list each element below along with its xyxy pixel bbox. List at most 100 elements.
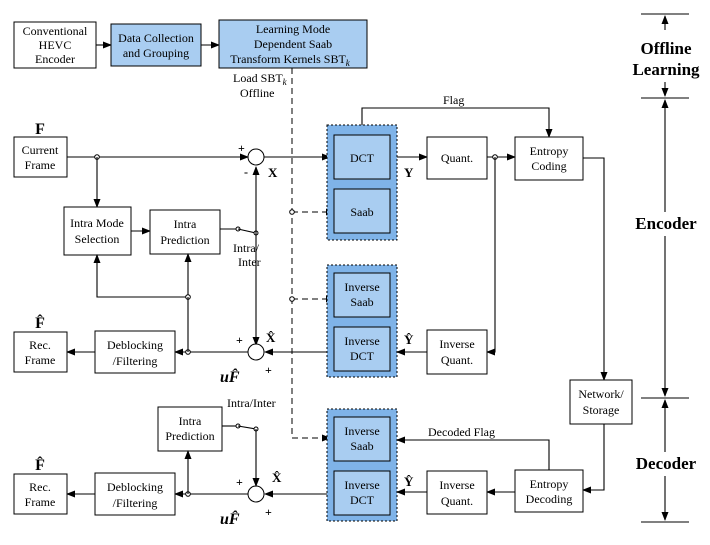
entropy-coding-block: Entropy Coding (514, 136, 584, 181)
offline-learning-label-1: Offline (641, 39, 692, 58)
conventional-hevc-encoder-block: Conventional HEVC Encoder (13, 21, 97, 69)
svg-text:Current: Current (22, 143, 59, 157)
decoder-Y-hat-symbol: Ŷ (404, 474, 414, 489)
decoder-entropy-block: Entropy Decoding (514, 469, 584, 513)
encoder-subtractor (247, 148, 265, 166)
svg-text:Storage: Storage (583, 403, 620, 417)
svg-text:/Filtering: /Filtering (113, 354, 158, 368)
svg-text:/Filtering: /Filtering (113, 496, 158, 510)
data-collection-label-1: Data Collection (118, 31, 194, 45)
deblocking-block: Deblocking /Filtering (94, 330, 176, 374)
decoder-intra-inter-label: Intra/Inter (227, 396, 276, 410)
flag-line (361, 107, 553, 138)
svg-text:Quant.: Quant. (441, 494, 473, 508)
decoder-inverse-dct-block: Inverse DCT (333, 470, 391, 516)
svg-text:Intra: Intra (174, 217, 197, 231)
svg-text:Entropy: Entropy (530, 144, 569, 158)
learning-label-2: Dependent Saab (254, 37, 332, 51)
kernel-load-dashed-line (291, 68, 331, 442)
inverse-saab-block: Inverse Saab (333, 272, 391, 318)
svg-text:+: + (236, 333, 243, 347)
encoder-adder (247, 343, 265, 361)
svg-text:Offline: Offline (240, 86, 274, 100)
svg-text:Inverse: Inverse (439, 337, 474, 351)
side-brackets (641, 13, 689, 523)
decoded-flag-label: Decoded Flag (428, 425, 495, 439)
encoder-switch-blade (237, 228, 257, 234)
dct-block: DCT (333, 134, 391, 180)
svg-text:DCT: DCT (350, 151, 375, 165)
data-collection-label-2: and Grouping (123, 46, 189, 60)
svg-text:Frame: Frame (25, 495, 56, 509)
saab-block: Saab (333, 188, 391, 234)
X-hat-symbol: X̂ (266, 330, 276, 345)
arrow-network-to-entropy-decoding (582, 424, 605, 494)
decoder-inverse-quant-block: Inverse Quant. (426, 470, 488, 515)
svg-text:Deblocking: Deblocking (107, 480, 163, 494)
encoder-section-label: Encoder (635, 214, 697, 233)
arrow-quant-to-inverse-quant (486, 157, 496, 356)
intra-inter-label-2: Inter (238, 255, 261, 269)
uF-symbol: uF̂ (220, 367, 240, 386)
svg-text:Prediction: Prediction (165, 429, 214, 443)
svg-text:Quant.: Quant. (441, 151, 473, 165)
arrow-recon-to-mode (93, 254, 188, 298)
decoder-deblocking-block: Deblocking /Filtering (94, 472, 176, 516)
conventional-label-1: Conventional (23, 24, 88, 38)
Y-hat-symbol: Ŷ (404, 332, 414, 347)
intra-inter-label-1: Intra/ (233, 241, 260, 255)
svg-text:Inverse: Inverse (344, 478, 379, 492)
svg-text:Intra Mode: Intra Mode (70, 216, 124, 230)
arrow-entropy-to-network (583, 157, 608, 381)
svg-text:Inverse: Inverse (344, 334, 379, 348)
flag-label: Flag (443, 93, 464, 107)
svg-text:Saab: Saab (350, 439, 373, 453)
conventional-label-2: HEVC (39, 38, 72, 52)
decoder-section-label: Decoder (636, 454, 697, 473)
decoder-switch-blade (237, 425, 257, 430)
decoder-uF-symbol: uF̂ (220, 509, 240, 528)
svg-text:+: + (265, 363, 272, 377)
X-symbol: X (268, 165, 278, 180)
svg-text:Decoding: Decoding (526, 492, 573, 506)
Y-symbol: Y (404, 165, 414, 180)
learning-mode-block: Learning Mode Dependent Saab Transform K… (218, 19, 368, 69)
offline-learning-label-2: Learning (632, 60, 700, 79)
svg-text:Frame: Frame (25, 158, 56, 172)
svg-text:Rec.: Rec. (29, 338, 51, 352)
learning-label-3: Transform Kernels SBTk (230, 52, 351, 68)
svg-text:+: + (236, 475, 243, 489)
svg-text:Saab: Saab (350, 205, 373, 219)
data-collection-block: Data Collection and Grouping (110, 23, 202, 67)
svg-text:DCT: DCT (350, 493, 375, 507)
adder-plus: + (238, 141, 245, 155)
svg-text:Inverse: Inverse (344, 280, 379, 294)
svg-text:Entropy: Entropy (530, 477, 569, 491)
svg-text:Inverse: Inverse (439, 478, 474, 492)
load-sbt-label: Load SBTk Offline (233, 71, 288, 100)
svg-text:Selection: Selection (75, 232, 120, 246)
quant-block: Quant. (426, 136, 488, 180)
svg-text:Network/: Network/ (578, 387, 624, 401)
current-frame-block: Current Frame (13, 136, 68, 178)
svg-text:Quant.: Quant. (441, 353, 473, 367)
adder-minus: - (244, 165, 248, 179)
rec-frame-block: Rec. Frame (13, 331, 68, 373)
svg-text:Rec.: Rec. (29, 480, 51, 494)
inverse-quant-block: Inverse Quant. (426, 329, 488, 375)
network-storage-block: Network/ Storage (569, 379, 633, 425)
svg-text:Frame: Frame (25, 353, 56, 367)
svg-text:Deblocking: Deblocking (107, 338, 163, 352)
svg-text:Prediction: Prediction (160, 233, 209, 247)
svg-text:Coding: Coding (531, 159, 566, 173)
decoder-rec-frame-block: Rec. Frame (13, 473, 68, 515)
svg-text:Intra: Intra (179, 414, 202, 428)
F-hat-symbol: F̂ (35, 314, 45, 333)
inverse-dct-block: Inverse DCT (333, 326, 391, 372)
svg-text:Load SBTk: Load SBTk (233, 71, 288, 87)
decoder-inverse-saab-block: Inverse Saab (333, 416, 391, 462)
intra-mode-selection-block: Intra Mode Selection (63, 206, 132, 256)
decoder-intra-prediction-block: Intra Prediction (157, 406, 223, 452)
svg-text:DCT: DCT (350, 349, 375, 363)
